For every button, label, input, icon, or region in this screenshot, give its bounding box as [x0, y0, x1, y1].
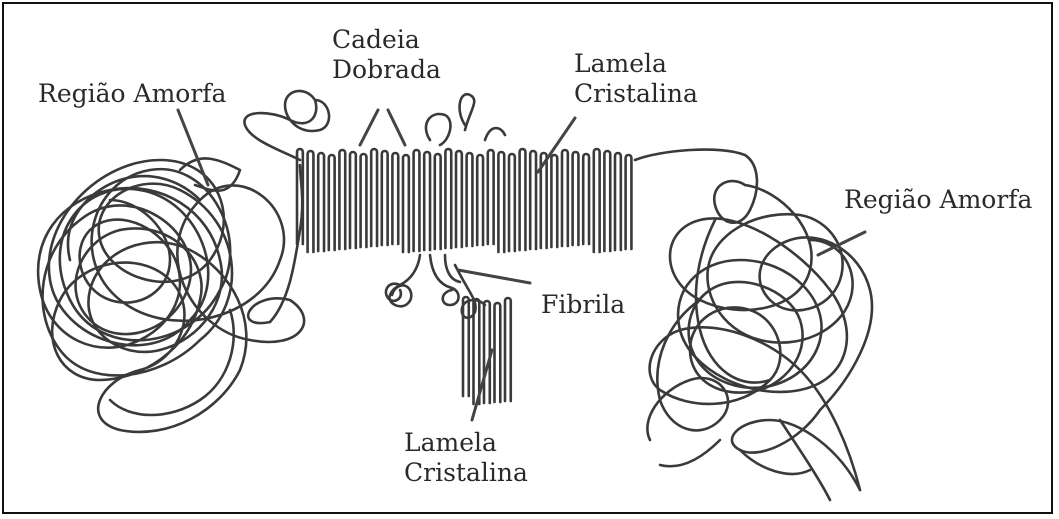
top-lamella-fold — [445, 149, 451, 248]
top-lamella-fold — [308, 151, 314, 252]
top-lamella-fold — [583, 154, 589, 244]
top-lamella — [297, 149, 631, 252]
leader-folded-chain-a — [360, 110, 378, 145]
label-top-lamella: Lamela Cristalina — [574, 49, 698, 109]
top-lamella-fold — [509, 154, 515, 251]
bottom-lamella-fold — [495, 303, 501, 402]
top-lamella-fold — [626, 155, 632, 249]
top-lamella-fold — [414, 150, 420, 251]
top-lamella-fold — [318, 153, 324, 251]
bottom-lamella — [463, 297, 511, 404]
top-lamella-fold — [594, 149, 600, 252]
top-lamella-fold — [573, 152, 579, 245]
label-fibril: Fibrila — [541, 290, 625, 320]
fibril-chain — [386, 255, 485, 318]
top-lamella-fold — [551, 155, 557, 247]
leader-fibril — [458, 270, 530, 283]
top-lamella-fold — [424, 152, 430, 250]
top-lamella-fold — [498, 152, 504, 252]
top-lamella-fold — [361, 154, 367, 247]
label-top-lamella-line1: Lamela — [574, 49, 698, 79]
top-lamella-fold — [371, 149, 377, 246]
top-lamella-fold — [520, 149, 526, 250]
right-amorphous-tangle — [647, 185, 872, 500]
bottom-lamella-fold — [484, 301, 490, 403]
label-folded-chain-line2: Dobrada — [332, 55, 441, 85]
bottom-lamella-fold — [505, 298, 511, 401]
label-bottom-lamella: Lamela Cristalina — [404, 428, 528, 488]
bottom-lamella-fold — [474, 299, 480, 404]
top-lamella-fold — [562, 150, 568, 246]
top-lamella-fold — [467, 153, 473, 246]
bottom-lamella-fold — [463, 297, 469, 396]
label-top-lamella-line2: Cristalina — [574, 79, 698, 109]
label-right-amorphous: Região Amorfa — [844, 185, 1032, 215]
label-folded-chain: Cadeia Dobrada — [332, 25, 441, 85]
top-lamella-fold — [477, 155, 483, 245]
left-amorphous-tangle — [38, 158, 304, 431]
leader-folded-chain-b — [388, 110, 405, 145]
label-bottom-lamella-line1: Lamela — [404, 428, 528, 458]
top-lamella-fold — [350, 152, 356, 248]
top-lamella-fold — [456, 151, 462, 247]
top-lamella-fold — [339, 150, 345, 249]
top-lamella-fold — [530, 151, 536, 249]
top-left-chain-loop — [244, 91, 329, 160]
top-lamella-fold — [435, 154, 441, 249]
top-right-chain — [426, 94, 757, 223]
label-left-amorphous: Região Amorfa — [38, 79, 226, 109]
top-lamella-fold — [604, 151, 610, 251]
top-lamella-fold — [403, 155, 409, 252]
label-folded-chain-line1: Cadeia — [332, 25, 441, 55]
top-lamella-fold — [329, 155, 335, 250]
top-lamella-fold — [615, 153, 621, 250]
label-bottom-lamella-line2: Cristalina — [404, 458, 528, 488]
top-lamella-fold — [488, 150, 494, 244]
top-lamella-fold — [392, 153, 398, 244]
top-lamella-fold — [382, 151, 388, 245]
